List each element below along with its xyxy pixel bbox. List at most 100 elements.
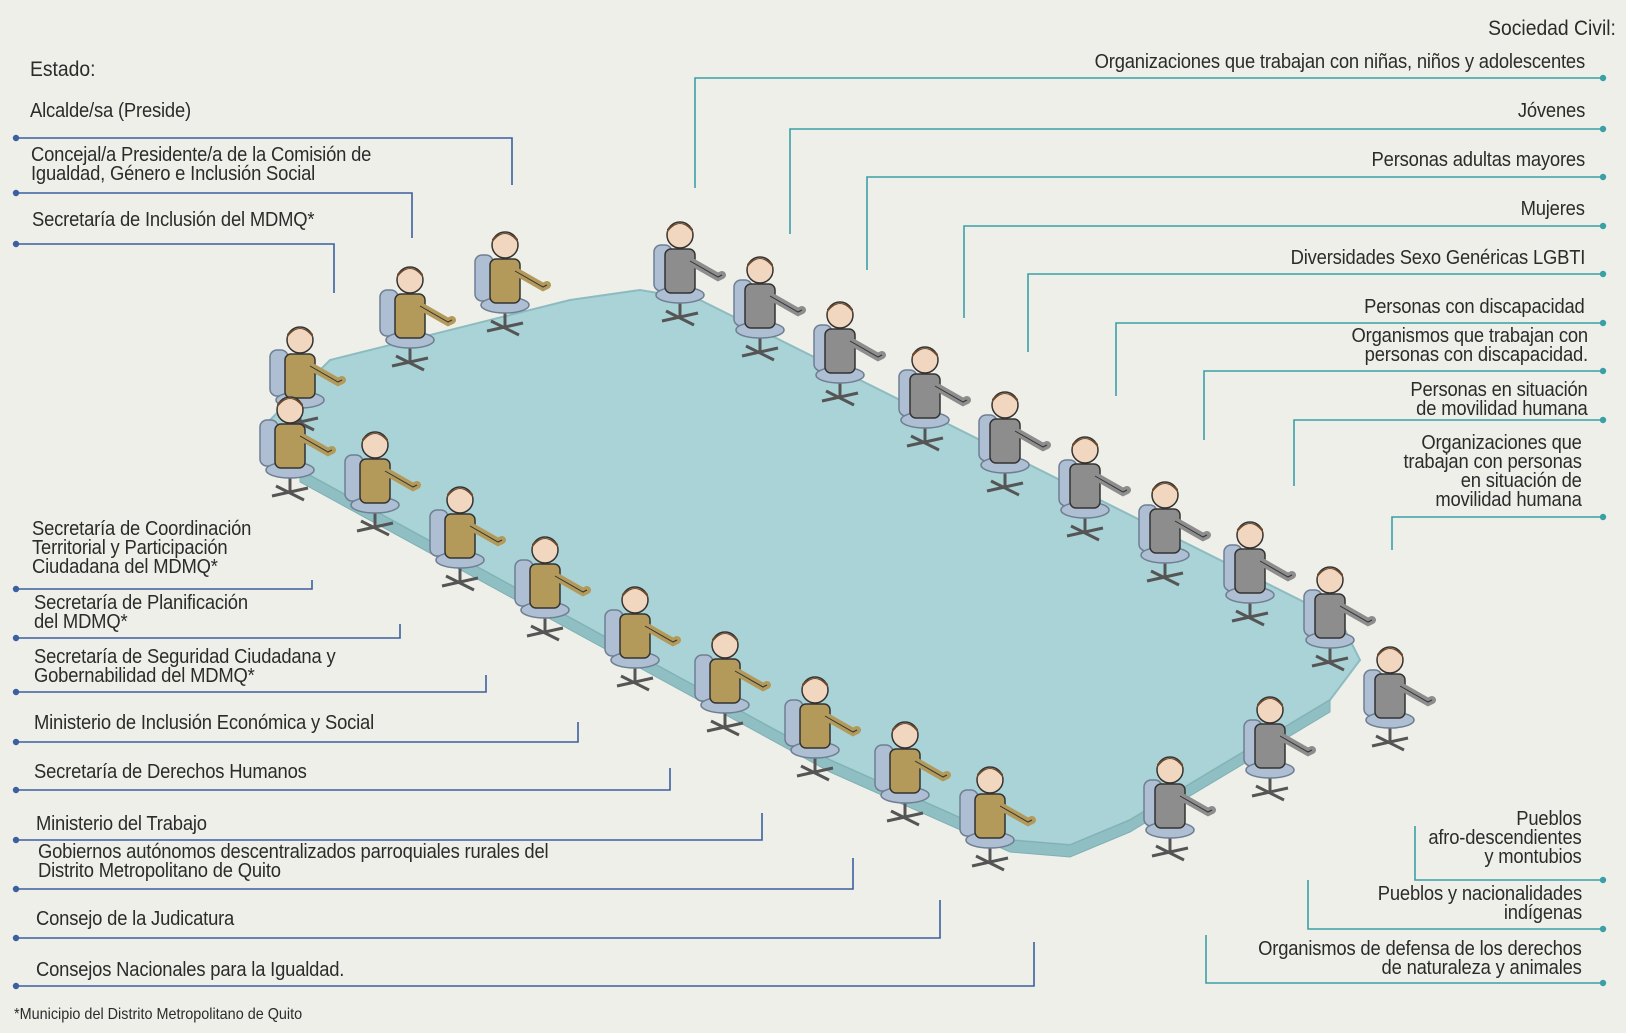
estado-seat [694, 631, 771, 737]
sociedad-leader-line [1414, 826, 1603, 881]
sociedad-leader-line-dot [1599, 367, 1607, 375]
sociedad-member-mujeres: Mujeres [1520, 198, 1585, 220]
sociedad-leader-line-dot [1599, 876, 1607, 884]
head [1156, 756, 1184, 784]
head [991, 391, 1019, 419]
hair [1152, 483, 1178, 493]
sociedad-member-indigenas: Pueblos y nacionalidades indígenas [1377, 883, 1582, 924]
sociedad-leader-line [1115, 322, 1603, 396]
sociedad-seat [1058, 436, 1131, 542]
arm-outline [1179, 795, 1213, 813]
sociedad-leader-line-dot [1599, 173, 1607, 181]
arm-outline [824, 715, 858, 733]
hair [1237, 523, 1263, 533]
torso [359, 458, 391, 504]
sociedad-leader-line [866, 176, 1603, 270]
estado-member-ministerio-trabajo: Ministerio del Trabajo [36, 813, 207, 835]
arm-outline [1174, 520, 1208, 538]
estado-leader-line-dot [12, 982, 20, 990]
estado-leader-line-dot [12, 585, 20, 593]
sociedad-seat [1363, 646, 1436, 752]
estado-leader-line [16, 243, 335, 293]
head [276, 396, 304, 424]
torso [394, 293, 426, 339]
head [1376, 646, 1404, 674]
estado-member-consejo-judicatura: Consejo de la Judicatura [36, 908, 235, 930]
chair-leg [360, 519, 390, 537]
arm-outline [1399, 685, 1433, 703]
sociedad-seat [1143, 756, 1216, 862]
chair-leg [490, 319, 520, 337]
chair-leg [1150, 569, 1180, 587]
head [531, 536, 559, 564]
sociedad-leader-line [1307, 880, 1603, 930]
chair-leg [395, 354, 425, 372]
sociedad-leader-line [963, 225, 1603, 318]
hair [447, 488, 473, 498]
sociedad-leader-line-dot [1599, 319, 1607, 327]
sociedad-member-naturaleza: Organismos de defensa de los derechos de… [1258, 938, 1582, 979]
arm-outline [1279, 735, 1313, 753]
torso [1069, 463, 1101, 509]
head [396, 266, 424, 294]
sociedad-member-adultos-mayores: Personas adultas mayores [1371, 149, 1586, 171]
estado-seat [429, 486, 506, 592]
estado-member-secretaria-planificacion: Secretaría de Planificación del MDMQ* [34, 592, 248, 633]
torso [824, 328, 856, 374]
torso [619, 613, 651, 659]
arm-outline [644, 625, 678, 643]
sociedad-member-jovenes: Jóvenes [1517, 100, 1585, 122]
arm-outline [309, 365, 343, 383]
council-members [259, 221, 1436, 872]
sociedad-leader-line [1203, 370, 1603, 440]
head [1316, 566, 1344, 594]
chair-leg [275, 484, 305, 502]
estado-member-secretaria-coordinacion: Secretaría de Coordinación Territorial y… [32, 518, 252, 578]
chair-leg [800, 764, 830, 782]
sociedad-member-org-movilidad: Organizaciones que trabajan con personas… [1403, 432, 1582, 511]
estado-leader-line-dot [12, 934, 20, 942]
hair [892, 723, 918, 733]
estado-seat [474, 231, 551, 337]
sociedad-seat [1223, 521, 1296, 627]
head [911, 346, 939, 374]
chair-leg [990, 479, 1020, 497]
sociedad-member-org-discapacidad: Organismos que trabajan con personas con… [1351, 325, 1589, 366]
sociedad-leader-line-dot [1599, 416, 1607, 424]
head [491, 231, 519, 259]
hair [1377, 648, 1403, 658]
head [1071, 436, 1099, 464]
sociedad-member-discapacidad: Personas con discapacidad [1364, 296, 1586, 318]
torso [909, 373, 941, 419]
sociedad-seat [1303, 566, 1376, 672]
arm-outline [769, 295, 803, 313]
chair-leg [1255, 784, 1285, 802]
head [621, 586, 649, 614]
chair-leg [1070, 524, 1100, 542]
hair [1157, 758, 1183, 768]
estado-leader-line-dot [12, 836, 20, 844]
leader-lines [12, 74, 1607, 990]
hair [362, 433, 388, 443]
estado-leader-line [16, 858, 854, 890]
hair [802, 678, 828, 688]
chair-leg [710, 719, 740, 737]
head [976, 766, 1004, 794]
sociedad-seat [653, 221, 726, 327]
sociedad-seat [1138, 481, 1211, 587]
sociedad-seat [733, 256, 806, 362]
torso [744, 283, 776, 329]
arm-outline [734, 670, 768, 688]
torso [1154, 783, 1186, 829]
estado-leader-line-dot [12, 885, 20, 893]
arm-outline [914, 760, 948, 778]
torso [1149, 508, 1181, 554]
sociedad-leader-line-dot [1599, 979, 1607, 987]
hair [492, 233, 518, 243]
arm-outline [419, 305, 453, 323]
estado-member-concejal: Concejal/a Presidente/a de la Comisión d… [31, 144, 372, 185]
hair [667, 223, 693, 233]
estado-member-derechos-humanos: Secretaría de Derechos Humanos [34, 761, 307, 783]
torso [529, 563, 561, 609]
